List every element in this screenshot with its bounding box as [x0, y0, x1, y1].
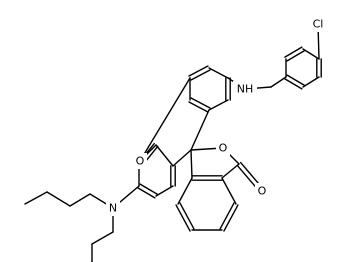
bond-a4-c9: [190, 109, 210, 151]
bond-a3-a4: [208, 99, 229, 111]
bond-b6-c9: [172, 149, 192, 167]
bond-c5-c6-b: [284, 78, 303, 90]
bond-b4-b5: [155, 185, 174, 197]
bond-a6-a1-a: [190, 69, 211, 81]
bond-c1-c2-a: [286, 50, 305, 62]
atom-label-amine-n: N: [109, 202, 117, 215]
bond-u1-u2: [69, 193, 91, 207]
atom-label-carbonyl-o: O: [258, 185, 267, 198]
bond-d6-d1: [177, 177, 193, 205]
bond-c5-c6-a: [286, 74, 305, 86]
atom-label-lactone-o: O: [219, 142, 228, 155]
bond-c4-c5: [302, 76, 320, 88]
bond-a4-a5-a: [190, 97, 211, 109]
atom-label-nh: NH: [237, 83, 254, 96]
bond-c1-c2-b: [284, 46, 303, 58]
bond-c2-c3: [302, 48, 320, 60]
bond-u2-u3: [46, 191, 71, 207]
bond-ccar-d2: [221, 163, 240, 179]
bond-layer: [24, 23, 322, 262]
bond-a4-a5-b: [188, 101, 209, 113]
bond-d5-d6-b: [175, 204, 191, 232]
bond-d3-d4-a: [219, 202, 235, 230]
bond-a6-a1-b: [188, 65, 209, 77]
atom-label-cl: Cl: [313, 18, 324, 31]
bond-d5-d6-a: [179, 202, 195, 230]
bond-u3-u4: [24, 191, 48, 205]
bond-b3-b4-a: [137, 187, 156, 199]
atom-label-xanthene-o: O: [136, 155, 145, 168]
bond-b3-b4-b: [139, 183, 158, 195]
bond-b6-b1: [155, 144, 174, 167]
bond-l1-l2: [91, 231, 114, 245]
bond-c9-d1: [190, 149, 193, 179]
bond-c6-ch2: [270, 76, 287, 88]
bond-a1-a2: [208, 67, 229, 79]
bond-d3-d4-b: [223, 204, 239, 232]
bond-a6-ox: [139, 77, 191, 162]
atom-label-layer: Cl NH O O O N: [106, 16, 328, 216]
bond-d2-d3: [221, 177, 237, 205]
